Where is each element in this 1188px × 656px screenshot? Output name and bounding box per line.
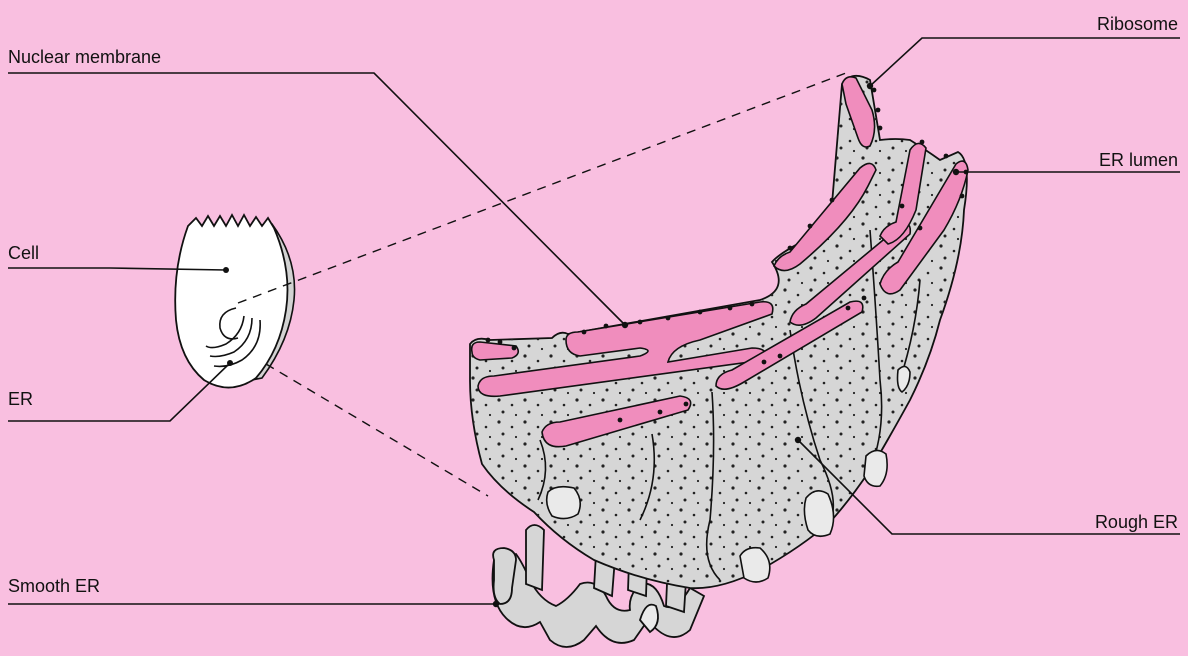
label-nuclear-membrane: Nuclear membrane — [8, 47, 161, 67]
label-smooth-er: Smooth ER — [8, 576, 100, 596]
nuclear-membrane-leader — [8, 73, 625, 325]
label-er-lumen: ER lumen — [1099, 150, 1178, 170]
cell-illustration — [175, 215, 294, 388]
label-ribosome: Ribosome — [1097, 14, 1178, 34]
er-3d-illustration — [470, 76, 968, 647]
ribosome-leader — [870, 38, 1180, 86]
label-er: ER — [8, 389, 33, 409]
label-rough-er: Rough ER — [1095, 512, 1178, 532]
label-cell: Cell — [8, 243, 39, 263]
